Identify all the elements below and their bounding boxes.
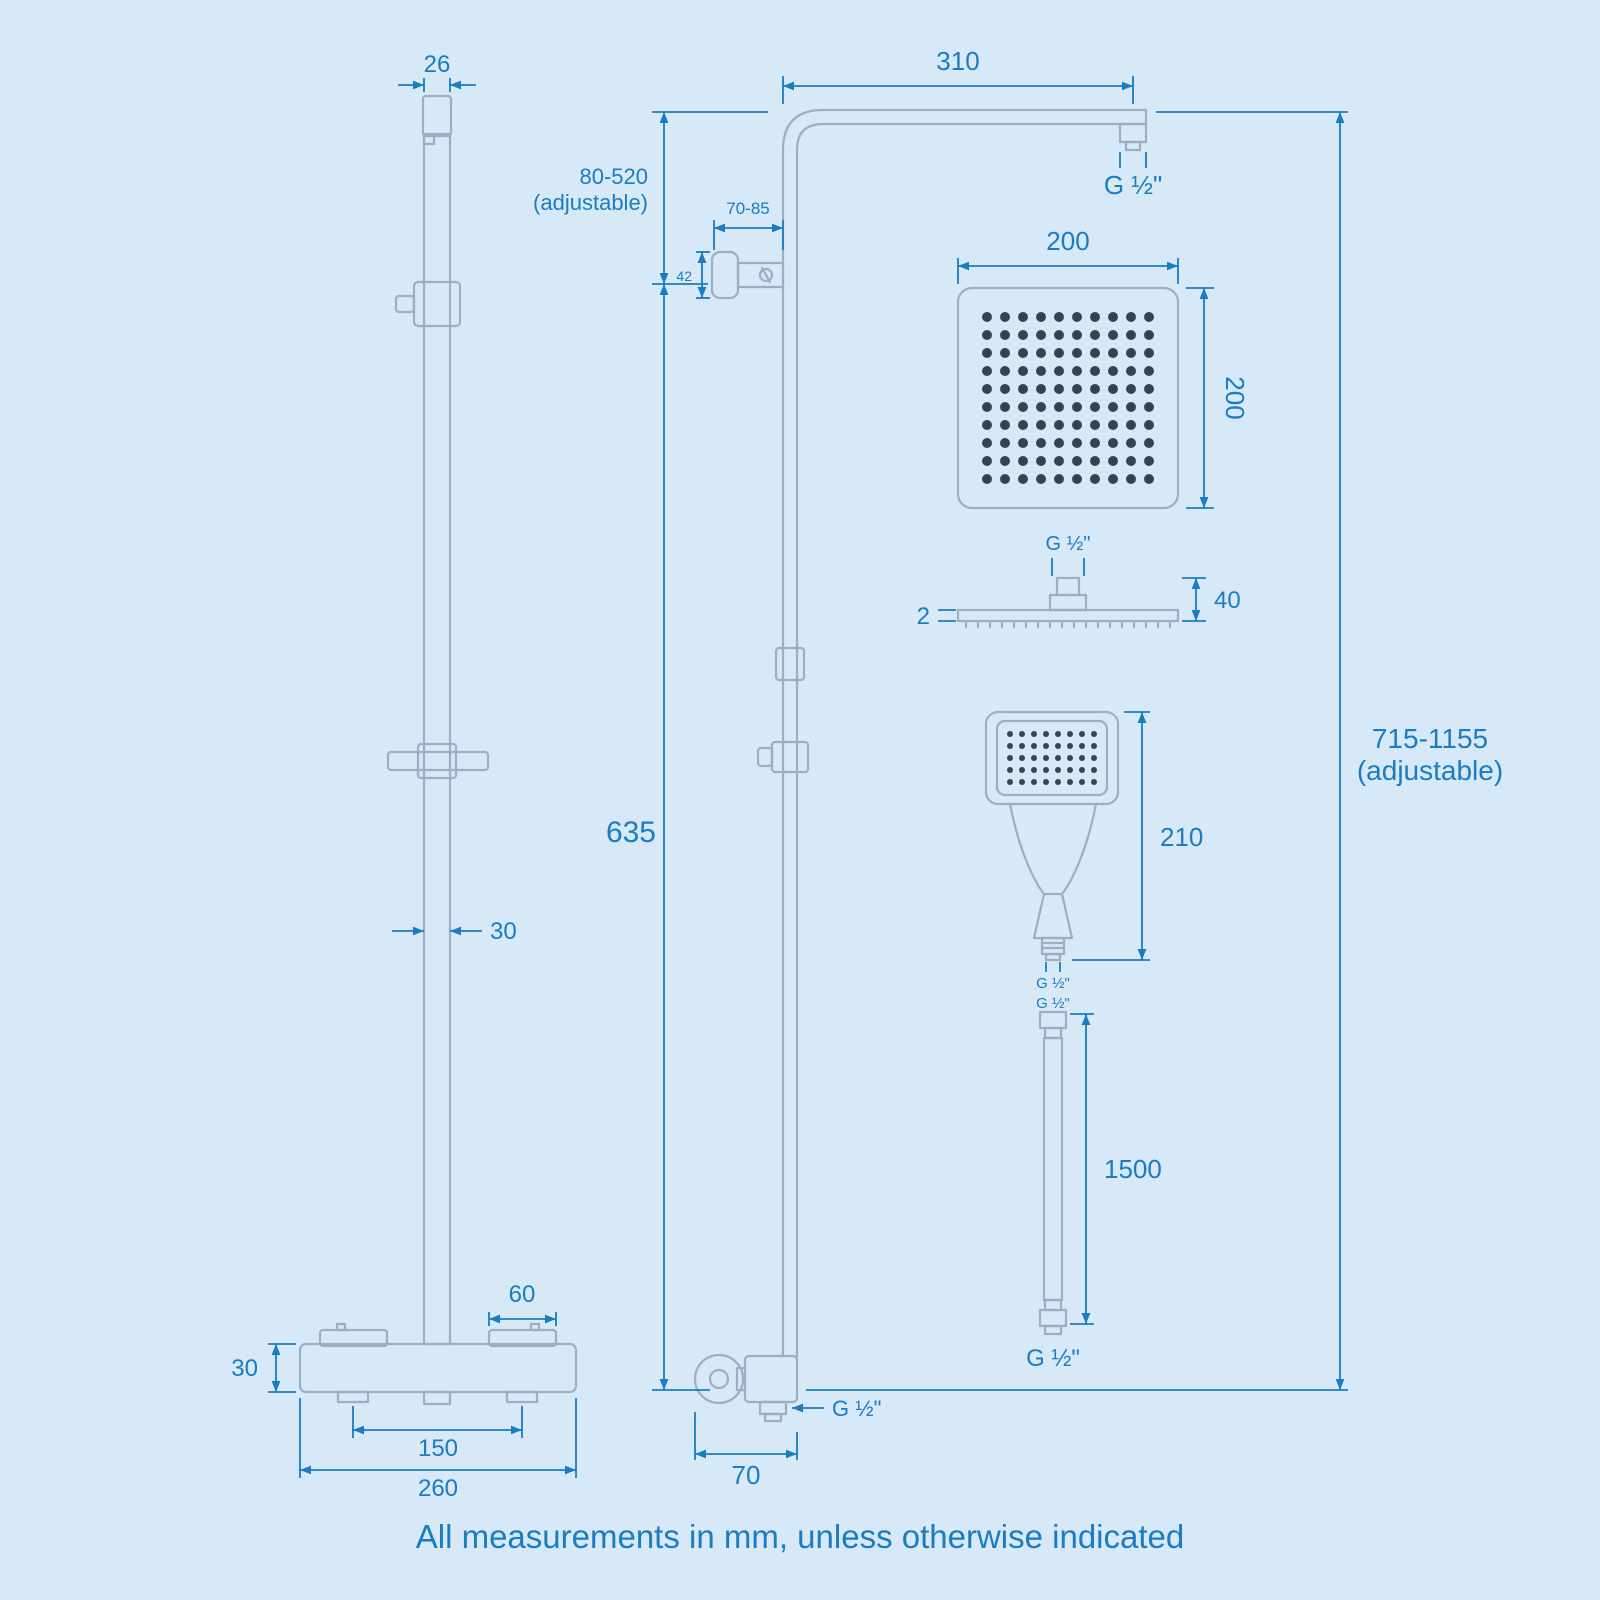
side-view-fixture [693,108,1148,1423]
hose-fixture [1038,1010,1068,1336]
dim-hand-shower-thread: G ½" [1036,962,1070,992]
dim-bracket-range: 70-85 [713,199,784,250]
dim-rail-top-width: 26 [398,51,476,92]
valve-depth-label: 70 [732,1460,761,1490]
head-thread-label: G ½" [1046,533,1091,555]
head-width-label: 200 [1046,226,1089,256]
dim-valve-outlet-thread: G ½" [792,1396,881,1421]
head-connector-height-label: 40 [1214,587,1241,614]
arm-length-label: 310 [936,46,979,76]
top-adjustable-note-label: (adjustable) [533,190,648,215]
rail-length-label: 635 [606,816,656,849]
side-view: 310 G ½" 80-520 (adjustable) 70-85 42 [533,46,1503,1490]
dim-bracket-size: 42 [676,251,710,299]
shower-head-top-view: 200 200 [956,226,1250,510]
head-height-label: 200 [1220,376,1250,419]
caption: All measurements in mm, unless otherwise… [416,1518,1185,1555]
dim-head-plate-thickness: 2 [917,603,956,630]
top-adjustable-value-label: 80-520 [579,164,648,189]
shower-hose: G ½" 1500 G ½" [1026,995,1162,1372]
overall-range-label: 715-1155 [1372,723,1488,754]
shower-head-face [956,286,1180,510]
shower-head-nozzle-grid [978,308,1158,488]
dim-head-height: 200 [1186,287,1250,509]
head-plate-thickness-label: 2 [917,603,930,630]
rail-width-label: 30 [490,918,517,945]
dim-handle-width: 60 [488,1281,557,1326]
dim-valve-width: 260 [299,1398,577,1502]
dim-rail-width: 30 [392,918,517,945]
head-nozzle-teeth [960,621,1176,628]
hand-shower-fixture [984,710,1120,962]
hand-shower-nozzle-grid [1004,728,1100,788]
dim-rail-length: 635 [606,284,710,1391]
valve-width-label: 260 [418,1475,458,1502]
rail-top-width-label: 26 [424,51,451,78]
hose-top-thread-label: G ½" [1036,995,1070,1012]
hose-bottom-thread-label: G ½" [1026,1345,1080,1372]
hose-length-label: 1500 [1104,1154,1162,1184]
dim-valve-depth: 70 [694,1412,798,1490]
valve-outlet-thread-label: G ½" [832,1396,881,1421]
front-view: 26 30 60 30 150 2 [231,51,578,1502]
handle-spacing-label: 150 [418,1435,458,1462]
dim-hose-length: 1500 [1070,1013,1162,1325]
dim-head-width: 200 [957,226,1179,284]
valve-height-label: 30 [231,1355,258,1382]
front-view-fixture [298,94,578,1406]
dim-arm-outlet-thread: G ½" [1104,152,1162,200]
dim-hand-shower-length: 210 [1072,711,1203,961]
hand-shower-thread-label: G ½" [1036,975,1070,992]
dim-arm-length: 310 [782,46,1134,104]
head-side-fixture [956,576,1180,628]
hand-shower: 210 G ½" [984,710,1203,992]
dim-head-connector-height: 40 [1182,577,1241,622]
dim-top-adjustable: 80-520 (adjustable) [533,111,768,285]
shower-head-side-view: G ½" 40 2 [917,533,1241,630]
dim-overall-adjustable: 715-1155 (adjustable) [806,111,1503,1391]
dim-handle-spacing: 150 [352,1406,523,1462]
hand-shower-length-label: 210 [1160,822,1203,852]
arm-outlet-thread-label: G ½" [1104,170,1162,200]
dim-head-thread: G ½" [1046,533,1091,576]
handle-width-label: 60 [509,1281,536,1308]
bracket-range-label: 70-85 [726,199,769,218]
bracket-size-label: 42 [676,268,692,284]
dim-valve-height: 30 [231,1343,296,1393]
overall-note-label: (adjustable) [1357,755,1503,786]
